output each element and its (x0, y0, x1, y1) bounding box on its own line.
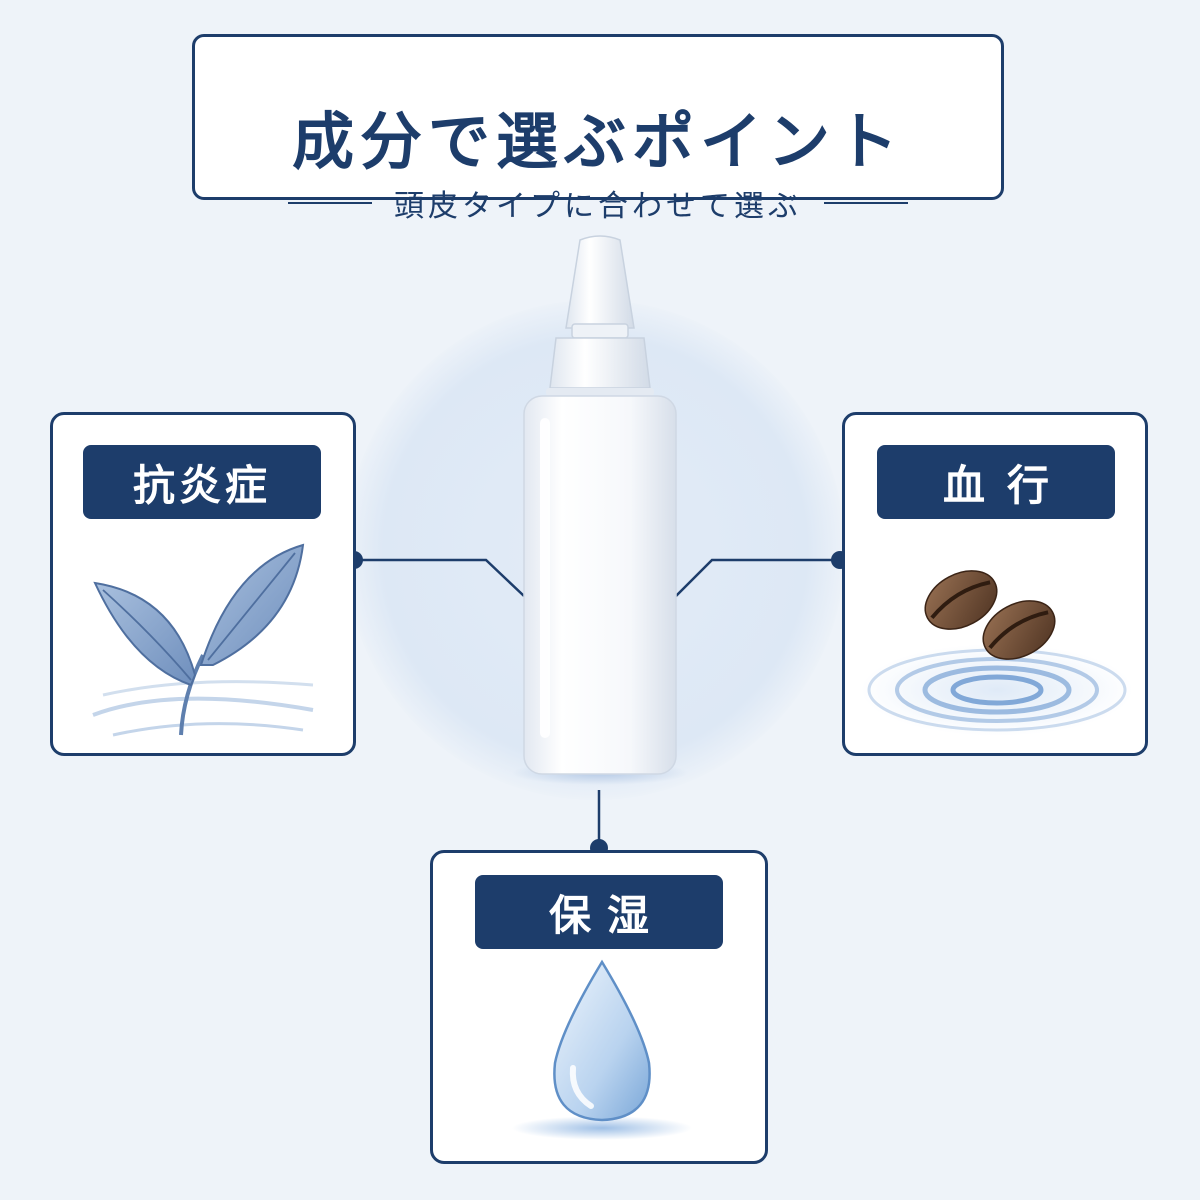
leaf-icon (92, 543, 314, 737)
card-moisturizing: 保湿 (430, 850, 768, 1164)
page-title: 成分で選ぶポイント (291, 105, 904, 178)
card-anti-inflammatory: 抗炎症 (50, 412, 356, 756)
label-anti-inflammatory: 抗炎症 (83, 445, 321, 519)
label-blood-circulation: 血行 (877, 445, 1115, 519)
page-subtitle: 頭皮タイプに合わせて選ぶ (394, 189, 802, 224)
coffee-bean-icon (861, 570, 1133, 736)
title-box: 成分で選ぶポイント 頭皮タイプに合わせて選ぶ (192, 34, 1004, 224)
subtitle-line-left (288, 202, 372, 204)
card-blood-circulation: 血行 (842, 412, 1148, 756)
water-drop-icon (512, 959, 692, 1140)
bottle-icon (512, 235, 688, 785)
label-moisturizing: 保湿 (475, 875, 723, 949)
subtitle-line-right (824, 202, 908, 204)
subtitle-row: 頭皮タイプに合わせて選ぶ (195, 181, 1001, 225)
